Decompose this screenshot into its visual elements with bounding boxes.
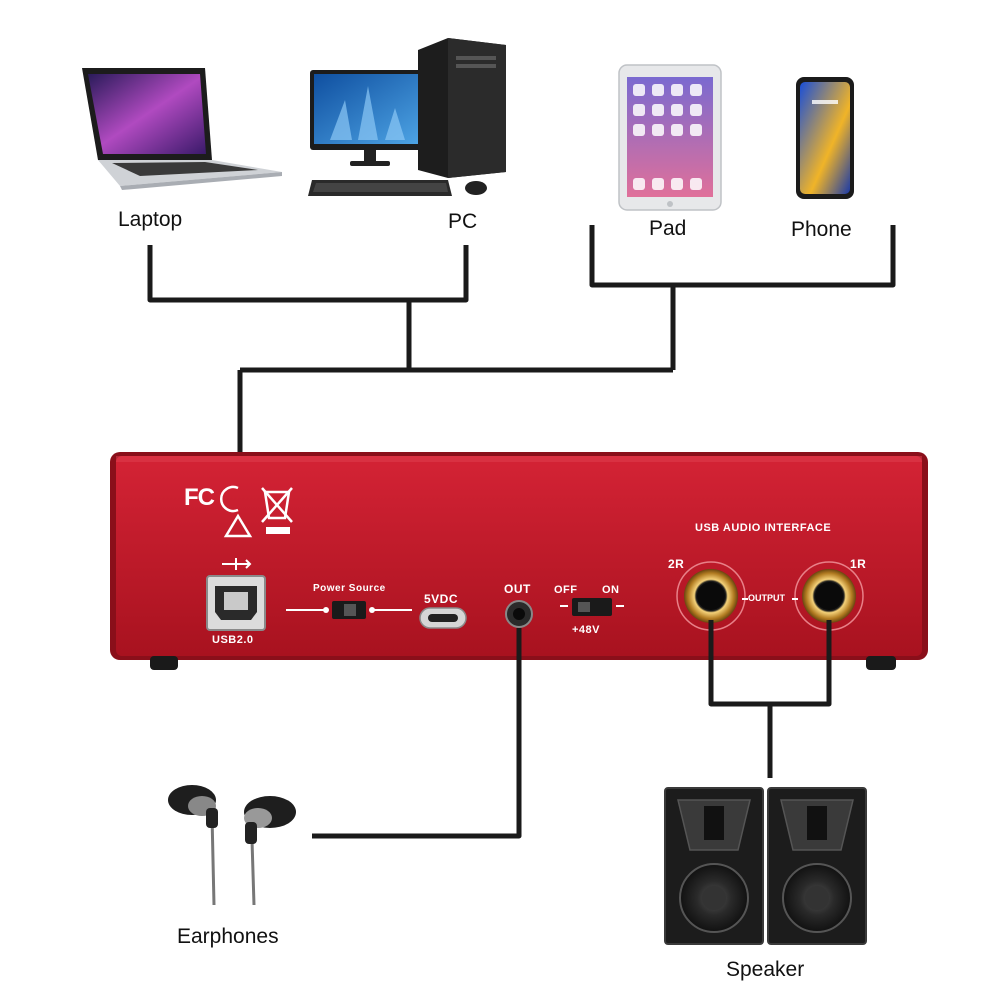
pc-label: PC (448, 210, 478, 233)
cables-bottom (312, 620, 832, 839)
output-jack-1r[interactable] (794, 561, 864, 631)
usb-symbol-icon (222, 558, 252, 570)
usb-port-label: USB2.0 (212, 634, 254, 646)
pad-label: Pad (649, 217, 687, 240)
headphone-out-jack[interactable] (505, 600, 533, 628)
laptop-icon (82, 68, 282, 190)
switch-off-label: OFF (554, 584, 578, 596)
fc-mark: FC (184, 484, 215, 511)
usb-c-dc-input[interactable] (419, 607, 467, 629)
earphones-label: Earphones (177, 925, 279, 948)
switch-on-label: ON (602, 584, 620, 596)
cable-out-to-earphones (312, 628, 522, 839)
phantom-power-switch[interactable] (560, 598, 624, 616)
rubber-foot-right (866, 656, 896, 670)
speaker-left-icon (664, 787, 764, 945)
phantom-label: +48V (572, 624, 600, 636)
power-source-switch[interactable] (286, 601, 412, 619)
panel-title: USB AUDIO INTERFACE (695, 522, 832, 534)
output-2r-label: 2R (668, 557, 685, 571)
cable-laptop-pc-bracket (147, 245, 469, 303)
cable-pad-phone-bracket (589, 225, 896, 288)
power-source-label: Power Source (313, 583, 386, 594)
ce-mark-icon (220, 485, 239, 513)
certification-marks (220, 485, 293, 538)
output-jack-2r[interactable] (676, 561, 746, 631)
laptop-label: Laptop (118, 208, 183, 231)
phone-icon (796, 77, 854, 199)
phone-label: Phone (791, 218, 852, 241)
weee-bin-icon (261, 487, 293, 523)
rubber-foot-left (150, 656, 178, 670)
pad-icon (618, 64, 722, 211)
earphones-icon (168, 785, 296, 906)
speaker-label: Speaker (726, 958, 805, 981)
out-jack-label: OUT (504, 582, 531, 596)
recycle-triangle-icon (223, 513, 253, 538)
output-1r-label: 1R (850, 557, 867, 571)
pc-icon (308, 38, 506, 196)
output-label: OUTPUT (748, 593, 785, 603)
usb-b-port[interactable] (206, 558, 266, 631)
speaker-right-icon (767, 787, 867, 945)
dc-input-label: 5VDC (424, 592, 459, 606)
